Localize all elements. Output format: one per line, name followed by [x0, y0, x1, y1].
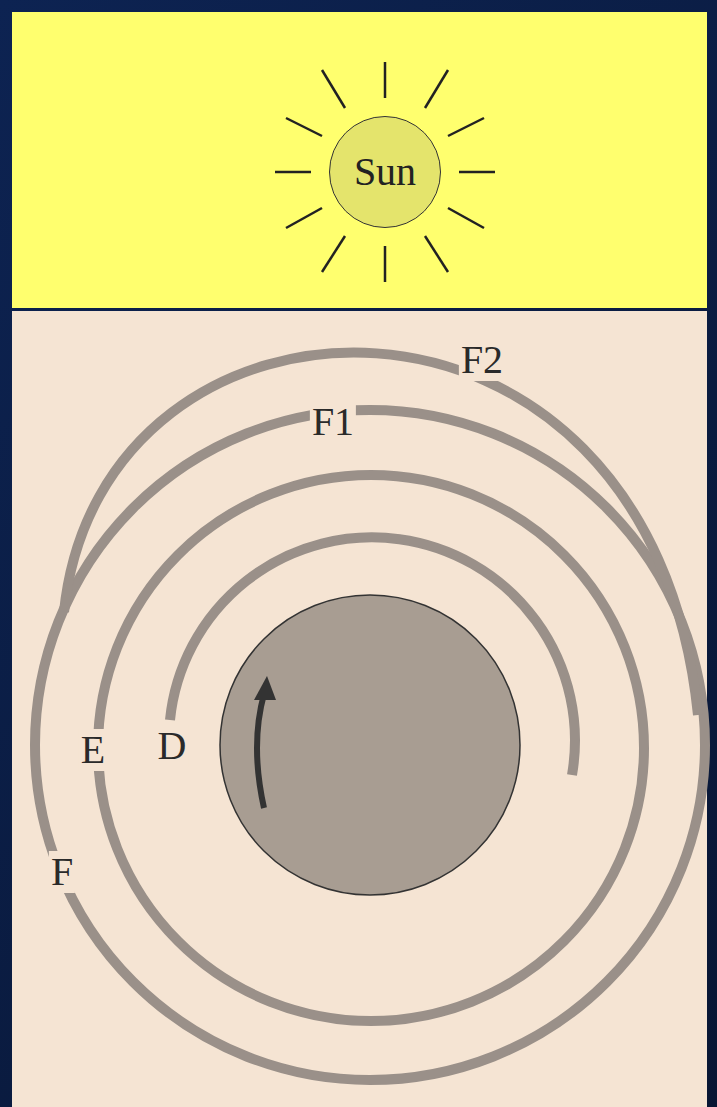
- layer-label: E: [79, 729, 107, 771]
- atmosphere-panel: [12, 311, 707, 1107]
- layer-label: D: [156, 725, 189, 767]
- layer-label: F: [49, 851, 75, 893]
- layer-label: F2: [459, 339, 505, 381]
- sun-rays: [275, 62, 495, 282]
- sun-circle: Sun: [329, 116, 441, 228]
- f-layer: [35, 410, 705, 1080]
- e-layer: [98, 475, 644, 1021]
- layer-label: F1: [310, 401, 356, 443]
- rotation-arrowhead: [254, 676, 276, 700]
- sun-label: Sun: [354, 152, 416, 192]
- rotation-arrow: [257, 694, 264, 808]
- earth: [220, 595, 520, 895]
- daylight-panel: [12, 12, 707, 308]
- ionosphere-layers: [35, 353, 705, 1080]
